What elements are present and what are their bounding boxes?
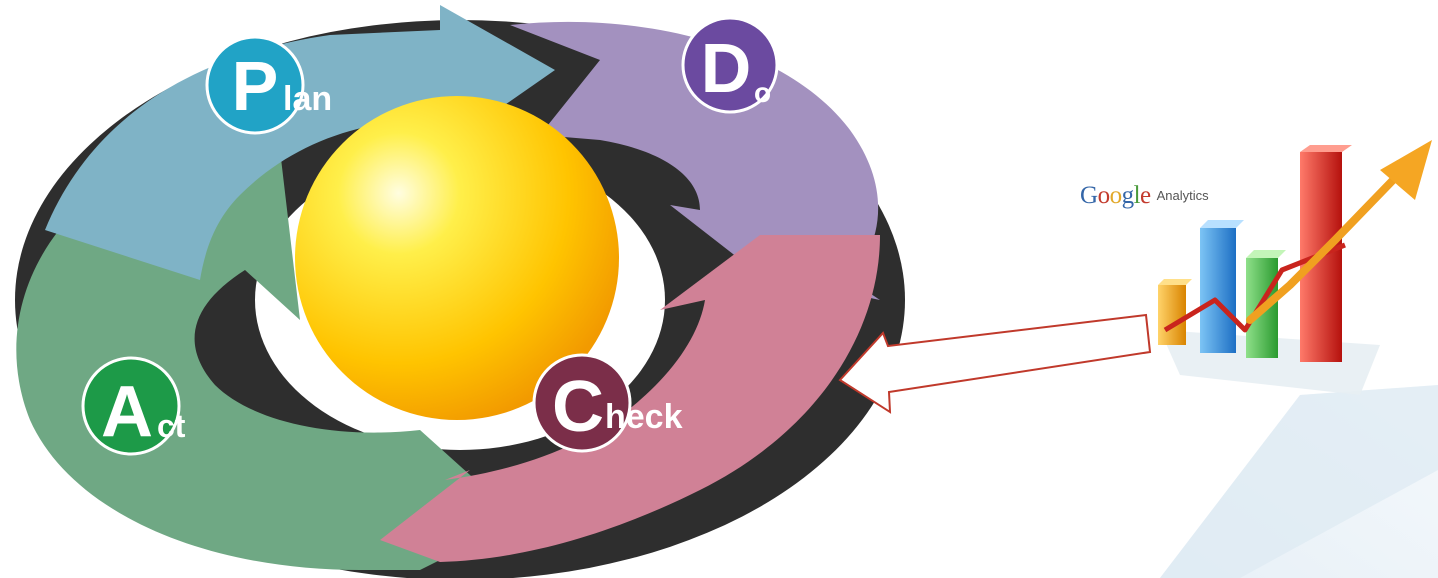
- background-panel: [1160, 385, 1438, 578]
- plan-initial: P: [232, 47, 279, 125]
- google-wordmark-letter: e: [1140, 182, 1151, 209]
- do-badge-circle: [681, 16, 779, 114]
- check-label-rest: heck: [605, 398, 683, 436]
- plan-arrow: [45, 5, 555, 280]
- google-wordmark-letter: l: [1133, 182, 1141, 209]
- chart-bar-orange-top: [1158, 279, 1192, 285]
- chart-bar-red-top: [1300, 145, 1352, 152]
- do-arrow: [510, 21, 880, 301]
- trend-line-red: [1163, 242, 1346, 333]
- trend-arrow-head-icon: [1380, 140, 1432, 200]
- check-arrow: [380, 235, 880, 562]
- do-badge: D o: [681, 16, 779, 114]
- google-analytics-logo: Google Analytics: [1080, 182, 1209, 210]
- act-label-rest: ct: [157, 408, 186, 444]
- pointer-arrow: [838, 313, 1152, 414]
- do-initial: D: [701, 29, 752, 107]
- google-wordmark-letter: o: [1097, 182, 1111, 209]
- plan-label-rest: lan: [283, 80, 332, 118]
- check-initial: C: [552, 367, 604, 447]
- plan-badge: P lan: [205, 35, 332, 135]
- center-sphere: [295, 96, 619, 420]
- act-initial: A: [101, 372, 153, 452]
- google-wordmark-letter: g: [1121, 182, 1135, 209]
- act-badge-circle: [81, 356, 181, 456]
- chart-bar-green-top: [1246, 250, 1286, 258]
- plan-badge-circle: [205, 35, 305, 135]
- google-wordmark-letter: o: [1109, 182, 1123, 209]
- check-badge-circle: [532, 353, 632, 453]
- google-wordmark: Google: [1080, 182, 1151, 209]
- check-badge: C heck: [532, 353, 683, 453]
- act-badge: A ct: [81, 356, 186, 456]
- chart-bar-orange: [1158, 285, 1186, 345]
- chart-bar-blue-top: [1200, 220, 1244, 228]
- do-label-rest: o: [754, 77, 771, 108]
- chart-bar-blue: [1200, 228, 1236, 353]
- analytics-wordmark: Analytics: [1156, 188, 1209, 203]
- analytics-chart-icon: [1158, 140, 1432, 395]
- google-wordmark-letter: G: [1080, 182, 1098, 209]
- trend-arrow-line: [1246, 174, 1399, 324]
